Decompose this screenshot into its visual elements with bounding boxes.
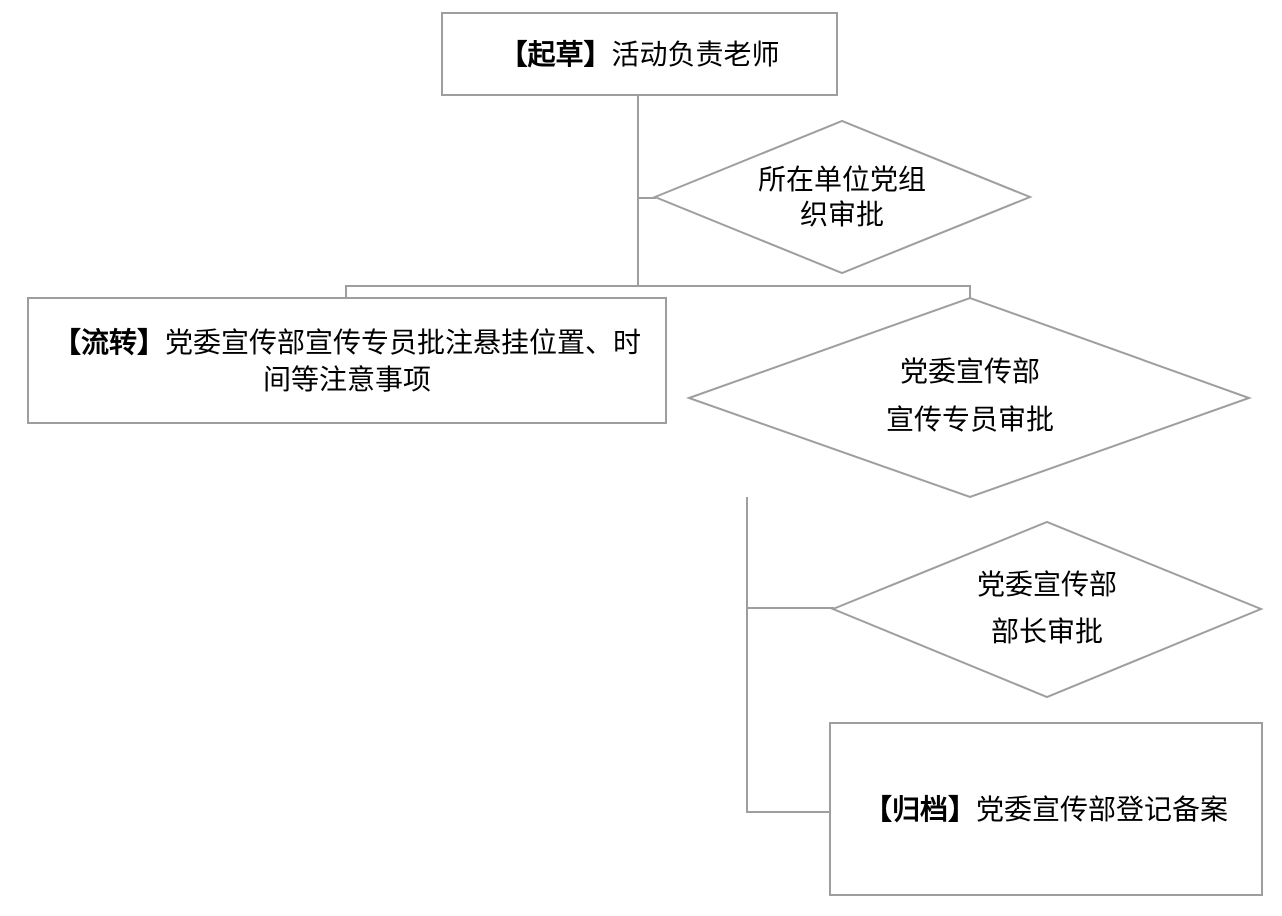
specialist-approval-line1: 党委宣传部 xyxy=(899,356,1040,387)
minister-approval-diamond xyxy=(830,520,1264,699)
archive-box-tag: 【归档】 xyxy=(863,793,976,825)
draft-box-label: 【起草】活动负责老师 xyxy=(499,36,779,73)
archive-box-label: 【归档】党委宣传部登记备案 xyxy=(864,791,1228,828)
unit-party-approval-diamond xyxy=(652,119,1033,275)
transfer-box-line2: 间等注意事项 xyxy=(262,363,431,395)
transfer-box-line1: 【流转】党委宣传部宣传专员批注悬挂位置、时 xyxy=(53,324,641,361)
unit-party-approval-line2: 织审批 xyxy=(799,199,884,230)
transfer-box-line1-text: 党委宣传部宣传专员批注悬挂位置、时 xyxy=(165,326,642,358)
minister-approval-line2: 部长审批 xyxy=(990,616,1103,647)
draft-box-text: 活动负责老师 xyxy=(611,38,780,70)
specialist-approval-line2: 宣传专员审批 xyxy=(885,404,1054,435)
unit-party-approval-line1: 所在单位党组 xyxy=(757,164,926,195)
minister-approval-line1: 党委宣传部 xyxy=(976,569,1117,600)
transfer-box-tag: 【流转】 xyxy=(52,326,165,358)
minister-approval-diamond-label: 党委宣传部 部长审批 xyxy=(897,561,1197,655)
specialist-approval-diamond xyxy=(686,296,1252,499)
specialist-approval-diamond-label: 党委宣传部 宣传专员审批 xyxy=(820,348,1120,444)
draft-box-tag: 【起草】 xyxy=(499,38,612,70)
unit-party-approval-diamond-label: 所在单位党组 织审批 xyxy=(692,162,992,232)
draft-box: 【起草】活动负责老师 xyxy=(441,12,838,96)
archive-box: 【归档】党委宣传部登记备案 xyxy=(829,722,1263,896)
archive-box-text: 党委宣传部登记备案 xyxy=(976,793,1229,825)
transfer-box: 【流转】党委宣传部宣传专员批注悬挂位置、时 间等注意事项 xyxy=(27,297,667,424)
